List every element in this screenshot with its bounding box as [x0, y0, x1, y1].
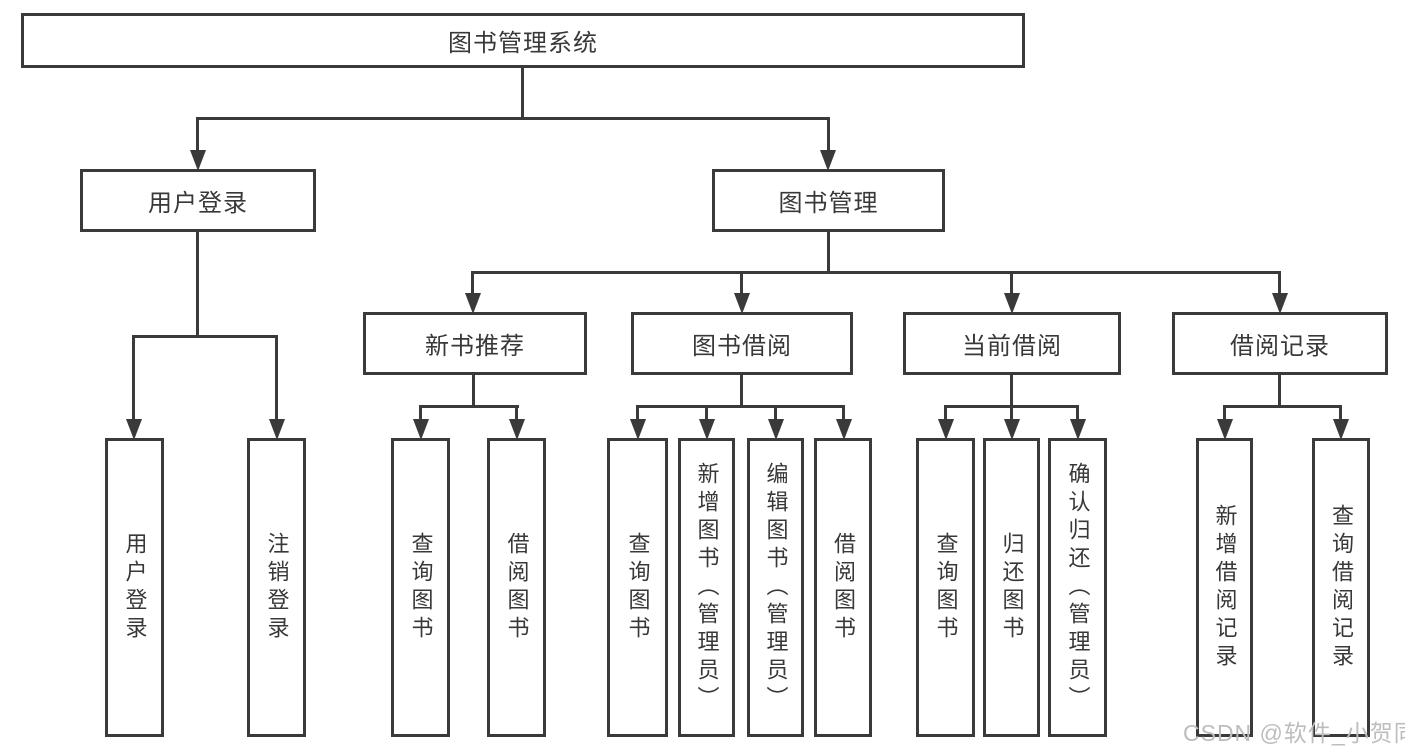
arrowhead-icon — [699, 419, 715, 440]
connector-line — [1223, 405, 1226, 425]
leaf-user-login: 用户登录 — [105, 438, 164, 737]
leaf-borrow-books: 借阅图书 — [814, 438, 872, 737]
arrowhead-icon — [509, 419, 525, 440]
connector-line — [944, 405, 947, 425]
connector-line — [740, 271, 743, 297]
leaf-label: 注销登录 — [264, 531, 290, 644]
arrowhead-icon — [1004, 419, 1020, 440]
arrowhead-icon — [734, 293, 750, 314]
connector-line — [636, 405, 639, 425]
node-label: 当前借阅 — [962, 333, 1062, 360]
arrowhead-icon — [836, 419, 852, 440]
connector-line — [471, 271, 1281, 274]
leaf-return-books: 归还图书 — [983, 438, 1040, 737]
csdn-watermark: CSDN @软件_小贺同学 — [1183, 720, 1405, 746]
arrowhead-icon — [1004, 293, 1020, 314]
arrowhead-icon — [1272, 293, 1288, 314]
arrowhead-icon — [413, 419, 429, 440]
connector-line — [132, 335, 278, 338]
leaf-label: 查询图书 — [408, 531, 434, 644]
leaf-query-borrow-record: 查询借阅记录 — [1312, 438, 1370, 737]
arrowhead-icon — [1070, 419, 1086, 440]
node-book-management: 图书管理 — [712, 169, 945, 232]
leaf-label: 新增借阅记录 — [1212, 503, 1238, 672]
connector-line — [1010, 375, 1013, 407]
node-label: 图书管理系统 — [448, 30, 598, 57]
arrowhead-icon — [1217, 419, 1233, 440]
leaf-query-books-borrowing: 查询图书 — [607, 438, 668, 737]
connector-line — [419, 405, 519, 408]
connector-line — [275, 335, 278, 425]
connector-line — [1010, 271, 1013, 297]
connector-line — [1010, 405, 1013, 425]
leaf-query-books-current: 查询图书 — [916, 438, 975, 737]
node-book-borrowing: 图书借阅 — [631, 312, 853, 375]
arrowhead-icon — [465, 293, 481, 314]
connector-line — [740, 375, 743, 407]
leaf-confirm-return-admin: 确认归还（管理员） — [1048, 438, 1107, 737]
arrowhead-icon — [126, 419, 142, 440]
connector-line — [636, 405, 845, 408]
leaf-add-borrow-record: 新增借阅记录 — [1196, 438, 1253, 737]
node-label: 用户登录 — [148, 190, 248, 217]
connector-line — [842, 405, 845, 425]
leaf-logout: 注销登录 — [247, 438, 306, 737]
arrowhead-icon — [1333, 419, 1349, 440]
leaf-borrow-books-recommend: 借阅图书 — [487, 438, 546, 737]
leaf-label: 新增图书（管理员） — [694, 461, 720, 714]
connector-line — [196, 117, 199, 155]
connector-line — [1076, 405, 1079, 425]
connector-line — [521, 68, 524, 118]
connector-line — [827, 232, 830, 274]
connector-line — [1278, 271, 1281, 297]
connector-line — [1223, 405, 1342, 408]
connector-line — [827, 117, 830, 155]
arrowhead-icon — [269, 419, 285, 440]
node-library-management-system: 图书管理系统 — [21, 13, 1025, 68]
connector-line — [196, 117, 830, 120]
node-new-book-recommendation: 新书推荐 — [363, 312, 587, 375]
arrowhead-icon — [820, 150, 836, 171]
connector-line — [132, 335, 135, 425]
connector-line — [774, 405, 777, 425]
connector-line — [515, 405, 518, 425]
leaf-add-books-admin: 新增图书（管理员） — [678, 438, 735, 737]
leaf-label: 借阅图书 — [831, 531, 856, 644]
node-borrowing-records: 借阅记录 — [1172, 312, 1388, 375]
node-label: 借阅记录 — [1230, 333, 1330, 360]
connector-line — [419, 405, 422, 425]
leaf-query-books-recommend: 查询图书 — [391, 438, 450, 737]
arrowhead-icon — [768, 419, 784, 440]
leaf-edit-books-admin: 编辑图书（管理员） — [747, 438, 804, 737]
arrowhead-icon — [190, 150, 206, 171]
connector-line — [196, 232, 199, 338]
leaf-label: 用户登录 — [122, 531, 148, 644]
leaf-label: 查询借阅记录 — [1329, 503, 1354, 672]
leaf-label: 查询图书 — [933, 531, 959, 644]
node-label: 图书借阅 — [692, 333, 792, 360]
leaf-label: 归还图书 — [999, 531, 1025, 644]
connector-line — [471, 271, 474, 297]
leaf-label: 借阅图书 — [504, 531, 530, 644]
node-label: 新书推荐 — [425, 333, 525, 360]
connector-line — [1339, 405, 1342, 425]
connector-line — [1278, 375, 1281, 407]
node-label: 图书管理 — [778, 190, 879, 217]
arrowhead-icon — [630, 419, 646, 440]
node-current-borrowing: 当前借阅 — [903, 312, 1121, 375]
connector-line — [705, 405, 708, 425]
leaf-label: 确认归还（管理员） — [1065, 461, 1091, 714]
leaf-label: 查询图书 — [625, 531, 651, 644]
connector-line — [472, 375, 475, 407]
node-user-login: 用户登录 — [80, 169, 316, 232]
leaf-label: 编辑图书（管理员） — [763, 461, 789, 714]
arrowhead-icon — [938, 419, 954, 440]
